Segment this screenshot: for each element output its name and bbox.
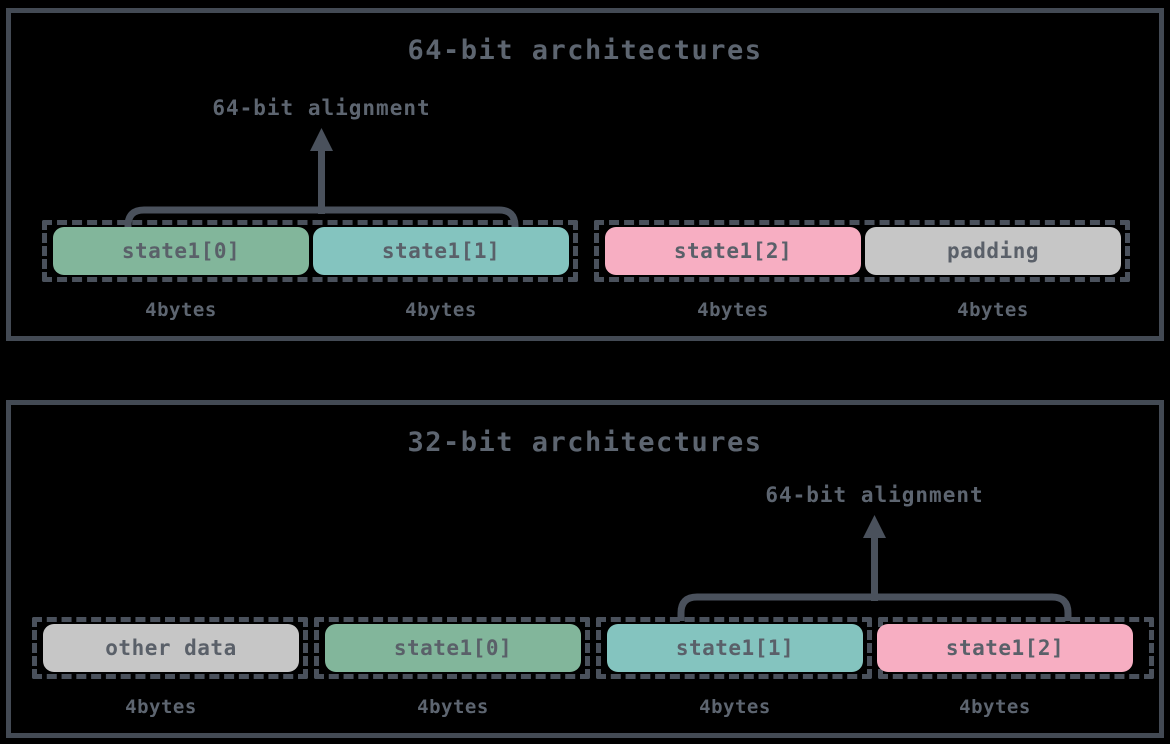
field-block-label: state1[1] — [675, 636, 795, 660]
alignment-bracket-arrow-32bit — [677, 515, 1072, 621]
size-label-state1-0: 4bytes — [145, 299, 217, 321]
field-block-state1-1[interactable]: state1[1] — [313, 227, 569, 275]
field-block-state1-2[interactable]: state1[2] — [877, 624, 1133, 672]
panel-64bit-architectures: 64-bit architectures 64-bit alignment st… — [6, 8, 1164, 341]
field-block-other-data[interactable]: other data — [43, 624, 299, 672]
field-block-label: state1[2] — [673, 239, 793, 263]
field-block-label: state1[0] — [393, 636, 513, 660]
size-label-other-data: 4bytes — [125, 696, 197, 718]
alignment-annotation-64bit: 64-bit alignment — [124, 96, 519, 234]
field-block-state1-0[interactable]: state1[0] — [53, 227, 309, 275]
field-block-label: state1[1] — [381, 239, 501, 263]
size-label-state1-1: 4bytes — [699, 696, 771, 718]
memory-word-container-3 — [596, 617, 872, 679]
panel-title-64bit: 64-bit architectures — [407, 35, 763, 66]
field-block-label: state1[0] — [121, 239, 241, 263]
panel-32bit-architectures: 32-bit architectures 64-bit alignment ot… — [6, 400, 1164, 738]
memory-word-container-1 — [42, 220, 578, 282]
field-block-padding[interactable]: padding — [865, 227, 1121, 275]
panel-title-32bit: 32-bit architectures — [407, 427, 763, 458]
field-block-state1-0[interactable]: state1[0] — [325, 624, 581, 672]
alignment-label-32bit: 64-bit alignment — [765, 483, 984, 507]
size-label-padding: 4bytes — [957, 299, 1029, 321]
field-block-state1-2[interactable]: state1[2] — [605, 227, 861, 275]
alignment-annotation-32bit: 64-bit alignment — [677, 483, 1072, 621]
size-label-state1-1: 4bytes — [405, 299, 477, 321]
field-block-label: padding — [946, 239, 1039, 263]
alignment-label-64bit: 64-bit alignment — [212, 96, 431, 120]
field-block-label: other data — [105, 636, 237, 660]
size-label-state1-0: 4bytes — [417, 696, 489, 718]
field-block-label: state1[2] — [945, 636, 1065, 660]
alignment-bracket-arrow-64bit — [124, 128, 519, 234]
memory-word-container-1 — [32, 617, 308, 679]
field-block-state1-1[interactable]: state1[1] — [607, 624, 863, 672]
size-label-state1-2: 4bytes — [959, 696, 1031, 718]
size-label-state1-2: 4bytes — [697, 299, 769, 321]
memory-word-container-2 — [314, 617, 590, 679]
memory-word-container-2 — [594, 220, 1130, 282]
